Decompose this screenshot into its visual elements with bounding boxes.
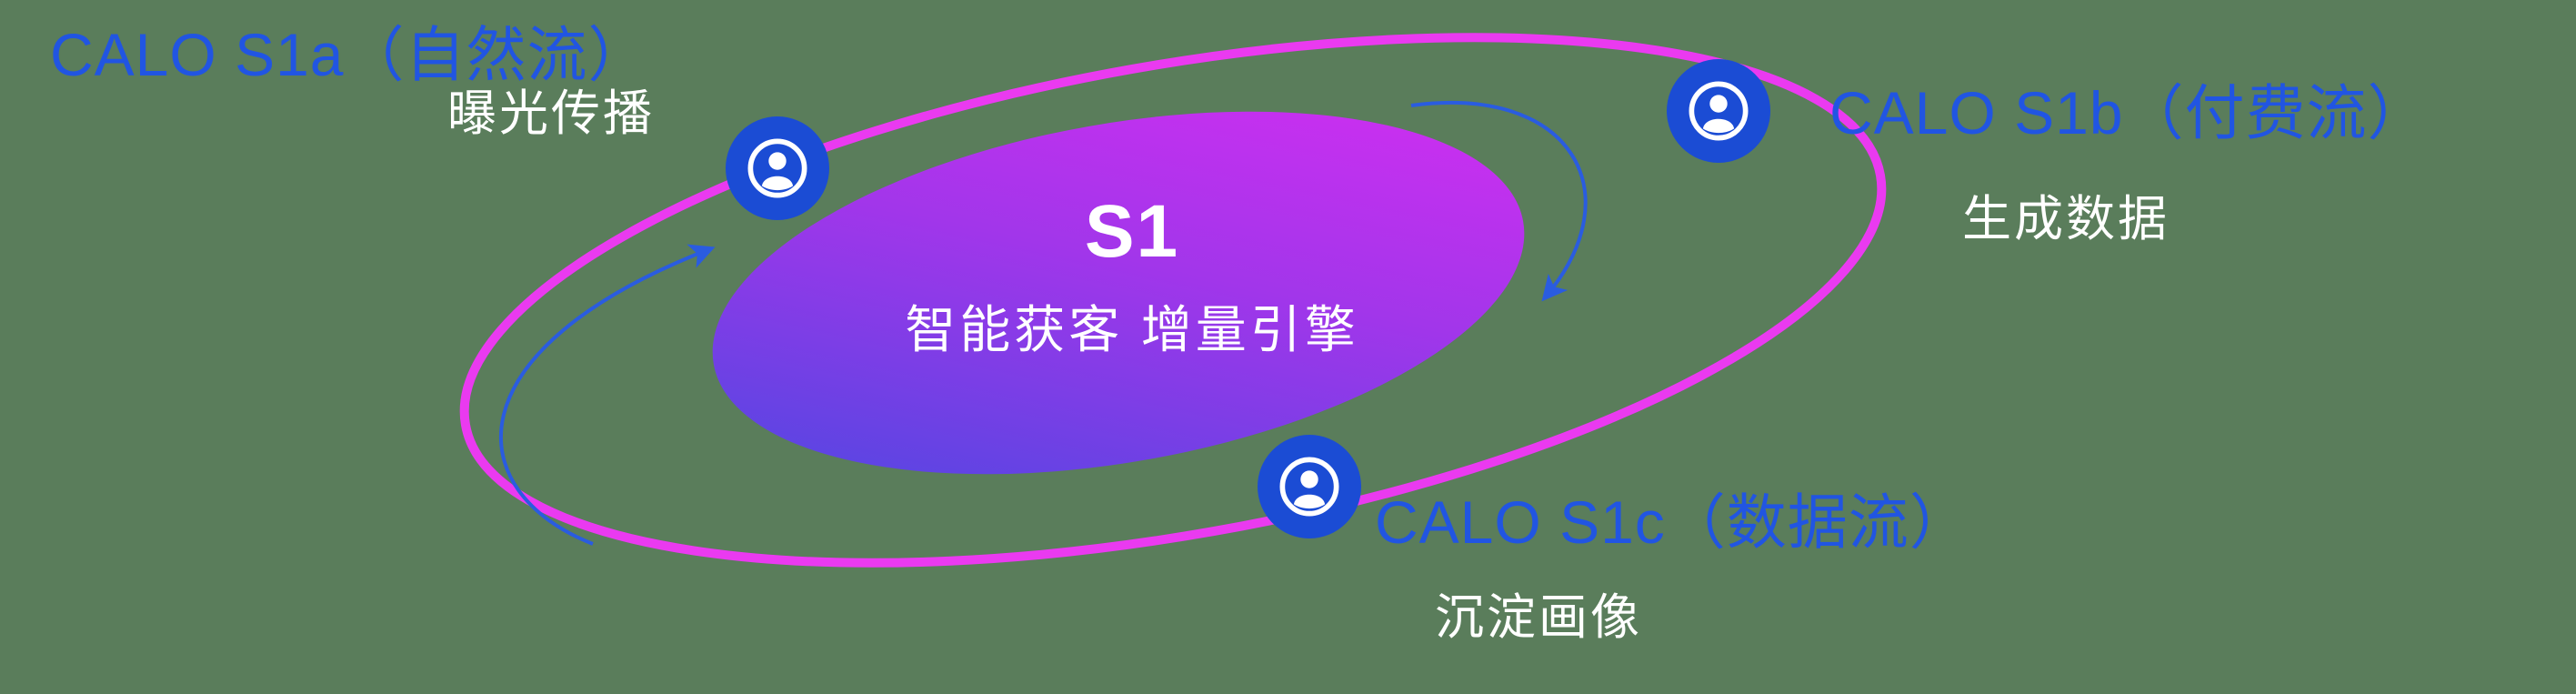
- user-in-circle-icon: [1667, 59, 1770, 163]
- user-in-circle-icon: [1258, 435, 1361, 538]
- core-ellipse: [712, 111, 1525, 475]
- node-s1a-subtitle: 曝光传播: [447, 86, 655, 141]
- node-s1a-title: CALO S1a（自然流）: [50, 21, 649, 88]
- node-s1b-title: CALO S1b（付费流）: [1829, 79, 2429, 146]
- node-s1a: [726, 116, 829, 220]
- core-title: S1: [1084, 190, 1180, 273]
- node-s1c-title: CALO S1c（数据流）: [1375, 488, 1970, 556]
- node-s1b: [1667, 59, 1770, 163]
- node-s1c: [1258, 435, 1361, 538]
- node-s1c-subtitle: 沉淀画像: [1435, 590, 1642, 645]
- node-s1b-subtitle: 生成数据: [1962, 192, 2170, 246]
- orbit-ring: [459, 33, 1887, 568]
- user-in-circle-icon: [726, 116, 829, 220]
- core-label-group: S1 智能获客 增量引擎: [905, 189, 1359, 363]
- flow-arrow-right: [1410, 100, 1588, 302]
- core-subtitle: 智能获客 增量引擎: [905, 301, 1359, 358]
- flow-arrow-left: [498, 244, 716, 546]
